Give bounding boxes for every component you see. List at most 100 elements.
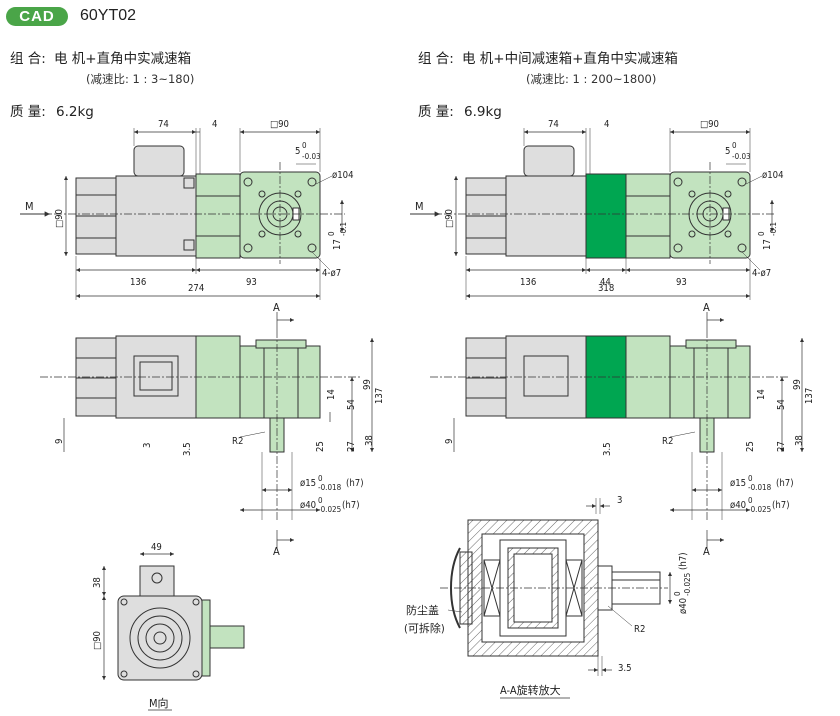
section-dim-phi40-fit: (h7) (678, 552, 689, 570)
right-dim-phi15-fit: (h7) (776, 478, 794, 489)
right-dim-phi15-tol2: -0.018 (748, 483, 772, 492)
right-dim-sq90-side: □90 (444, 209, 455, 228)
section-dim-phi40: ø40 (678, 598, 689, 614)
right-dim-phi15-tol: 0 (748, 474, 753, 483)
right-dim-phi40-fit: (h7) (772, 500, 790, 511)
left-dim-phi40-tol: 0 (318, 496, 323, 505)
left-gearbox-neck (195, 173, 241, 259)
right-dim-318: 318 (598, 283, 614, 294)
right-dim-38: 38 (794, 435, 805, 446)
right-section-a-top: A (703, 301, 710, 314)
left-dim-38: 38 (364, 435, 375, 446)
right-dim-phi40-tol2: -0.025 (748, 505, 771, 514)
right-dim-27: 27 (776, 441, 787, 452)
right-dim-44: 44 (600, 277, 611, 288)
right-dim-99: 99 (792, 379, 803, 390)
left-arrow-m: M (25, 200, 34, 213)
right-arrow-m: M (415, 200, 424, 213)
left-dim-4: 4 (212, 119, 217, 130)
left-motor-body (115, 175, 197, 257)
m-view-caption: M向 (149, 696, 169, 710)
left-dim-54: 54 (346, 399, 357, 410)
left-terminal-box (133, 145, 185, 177)
left-dim-274: 274 (188, 283, 204, 294)
right-dim-9: 9 (444, 439, 455, 444)
right-dim-93: 93 (676, 277, 687, 288)
right-mass-label: 质 量: (418, 104, 454, 120)
left-combo-value: 电 机+直角中实减速箱 (54, 51, 192, 67)
right-dim-17-tol: 0 (757, 231, 766, 236)
left-dim-4-phi7: 4-ø7 (322, 268, 341, 279)
right-dim-5-tol2: -0.03 (732, 152, 751, 161)
left-dim-phi15-fit: (h7) (346, 478, 364, 489)
right-dim-25: 25 (745, 441, 756, 452)
right-top-view (410, 128, 775, 300)
right-dim-r2: R2 (662, 436, 673, 447)
left-dim-17-tol: 0 (327, 231, 336, 236)
left-mass-value: 6.2kg (56, 104, 94, 120)
left-dim-phi40: ø40 (300, 500, 316, 511)
right-combo-value: 电 机+中间减速箱+直角中实减速箱 (462, 51, 678, 67)
right-combo-label: 组 合: (418, 51, 454, 67)
right-mass-value: 6.9kg (464, 104, 502, 120)
left-dim-93: 93 (246, 277, 257, 288)
right-dim-14: 14 (756, 389, 767, 400)
right-dim-54: 54 (776, 399, 787, 410)
section-caption: A-A旋转放大 (500, 683, 561, 697)
right-dim-4: 4 (604, 119, 609, 130)
left-dim-phi40-fit: (h7) (342, 500, 360, 511)
left-dim-phi15-tol2: -0.018 (318, 483, 342, 492)
left-dim-14: 14 (326, 389, 337, 400)
m-view (101, 551, 245, 711)
right-dim-phi15: ø15 (730, 478, 746, 489)
right-dim-5-tol: 0 (732, 141, 737, 150)
cad-badge: CAD (6, 7, 68, 26)
left-dim-99: 99 (362, 379, 373, 390)
right-intermediate-gearbox (585, 173, 627, 259)
left-dim-5-tol: 0 (302, 141, 307, 150)
left-dim-sq90-side: □90 (54, 209, 65, 228)
left-dim-25: 25 (315, 441, 326, 452)
left-dim-phi104: ø104 (332, 170, 354, 181)
left-combo-label: 组 合: (10, 51, 46, 67)
left-dim-phi40-tol2: -0.025 (318, 505, 341, 514)
dust-cap-removable: (可拆除) (404, 621, 445, 635)
right-dim-5: 5 (725, 146, 730, 157)
right-dim-phi40-tol: 0 (748, 496, 753, 505)
left-section-a-top: A (273, 301, 280, 314)
left-dim-phi15: ø15 (300, 478, 316, 489)
left-dim-74: 74 (158, 119, 169, 130)
right-dim-17: 17 (762, 239, 773, 250)
left-dim-r2: R2 (232, 436, 243, 447)
model-number: 60YT02 (80, 7, 137, 24)
right-dim-sq90-top: □90 (700, 119, 719, 130)
right-front-view (430, 312, 805, 548)
section-dim-r2: R2 (634, 624, 645, 635)
right-dim-4-phi7: 4-ø7 (752, 268, 771, 279)
left-dim-27: 27 (346, 441, 357, 452)
left-mass-label: 质 量: (10, 104, 46, 120)
left-dim-136: 136 (130, 277, 146, 288)
left-top-view (20, 128, 345, 300)
left-section-a-bottom: A (273, 545, 280, 558)
section-dim-phi40-tol2: -0.025 (683, 573, 692, 596)
left-dim-sq90-top: □90 (270, 119, 289, 130)
left-dim-17-tol2: -0.1 (339, 222, 348, 236)
left-dim-phi15-tol: 0 (318, 474, 323, 483)
left-dim-3: 3 (142, 443, 153, 448)
section-dim-3-5: 3.5 (618, 663, 632, 674)
left-front-view (40, 312, 375, 548)
left-ratio: (减速比: 1 : 3~180) (86, 72, 195, 86)
right-dim-3-5: 3.5 (602, 442, 613, 456)
section-dim-phi40-tol: 0 (673, 591, 682, 596)
right-dim-phi40: ø40 (730, 500, 746, 511)
left-dim-5: 5 (295, 146, 300, 157)
section-dim-3: 3 (617, 495, 622, 506)
dust-cap-label: 防尘盖 (406, 603, 439, 617)
m-view-dim-sq90: □90 (92, 631, 103, 650)
left-dim-17: 17 (332, 239, 343, 250)
right-dim-137: 137 (804, 388, 815, 404)
right-dim-74: 74 (548, 119, 559, 130)
right-ratio: (减速比: 1 : 200~1800) (526, 72, 657, 86)
